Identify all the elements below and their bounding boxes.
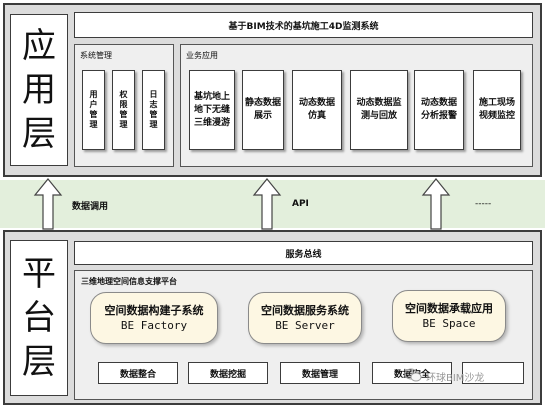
business-item-label: 动态数据分析报警 <box>420 98 457 121</box>
watermark-text: 环球BIM沙龙 <box>426 372 485 384</box>
platform-layer-char-3: 层 <box>22 342 56 382</box>
module-data-integration: 数据整合 <box>98 362 178 384</box>
subsystem-en-name: BE Factory <box>120 319 188 332</box>
other-label: ----- <box>475 199 492 209</box>
business-application-title: 业务应用 <box>186 51 218 60</box>
subsystem-be-space: 空间数据承载应用 BE Space <box>392 290 506 342</box>
module-label: 数据管理 <box>301 369 338 380</box>
system-title-bar: 基于BIM技术的基坑施工4D监测系统 <box>74 12 533 38</box>
module-data-mining: 数据挖掘 <box>188 362 268 384</box>
platform-layer-char-1: 平 <box>22 254 56 294</box>
subsystem-name: 空间数据承载应用 <box>405 302 493 315</box>
business-item-static-data: 静态数据展示 <box>242 70 284 150</box>
service-bus-label: 服务总线 <box>285 249 322 260</box>
other-arrow <box>421 178 451 230</box>
system-title: 基于BIM技术的基坑施工4D监测系统 <box>228 21 379 32</box>
permission-management-label: 权限管理 <box>119 90 128 130</box>
data-call-arrow <box>33 178 63 230</box>
log-management-label: 日志管理 <box>149 90 158 130</box>
subsystem-en-name: BE Space <box>422 317 476 330</box>
module-data-management: 数据管理 <box>280 362 360 384</box>
platform-layer-char-2: 台 <box>22 298 56 338</box>
subsystem-name: 空间数据构建子系统 <box>104 304 204 317</box>
module-label: 数据整合 <box>119 369 156 380</box>
service-bus-bar: 服务总线 <box>74 241 533 265</box>
subsystem-be-factory: 空间数据构建子系统 BE Factory <box>90 292 218 344</box>
subsystem-name: 空间数据服务系统 <box>261 304 349 317</box>
platform-layer-label: 平 台 层 <box>10 240 68 396</box>
business-item-video-monitoring: 施工现场视频监控 <box>473 70 521 150</box>
business-item-label: 静态数据展示 <box>245 98 282 121</box>
business-item-3d-roaming: 基坑地上地下无缝三维漫游 <box>189 70 235 150</box>
business-item-monitoring-playback: 动态数据监测与回放 <box>350 70 408 150</box>
business-item-label: 动态数据仿真 <box>298 98 335 121</box>
gis-platform-title: 三维地理空间信息支撑平台 <box>81 277 177 286</box>
user-management-label: 用户管理 <box>89 90 98 130</box>
business-item-label: 基坑地上地下无缝三维漫游 <box>193 91 230 128</box>
application-layer-char-3: 层 <box>22 114 56 154</box>
api-label: API <box>292 199 309 209</box>
business-item-label: 施工现场视频监控 <box>478 98 515 121</box>
subsystem-be-server: 空间数据服务系统 BE Server <box>248 292 362 344</box>
data-call-label: 数据调用 <box>72 202 109 212</box>
permission-management-box: 权限管理 <box>112 70 135 150</box>
business-item-analysis-alarm: 动态数据分析报警 <box>414 70 464 150</box>
watermark: 环球BIM沙龙 <box>404 368 484 384</box>
application-layer-label: 应 用 层 <box>10 14 68 166</box>
user-management-box: 用户管理 <box>82 70 105 150</box>
business-item-dynamic-simulation: 动态数据仿真 <box>292 70 342 150</box>
application-layer-char-1: 应 <box>22 26 56 66</box>
business-item-label: 动态数据监测与回放 <box>356 98 402 121</box>
application-layer-char-2: 用 <box>22 70 56 110</box>
module-blank <box>462 362 524 384</box>
module-label: 数据挖掘 <box>209 369 246 380</box>
system-management-title: 系统管理 <box>80 51 112 60</box>
api-arrow <box>252 178 282 230</box>
log-management-box: 日志管理 <box>142 70 165 150</box>
subsystem-en-name: BE Server <box>275 319 335 332</box>
wechat-icon <box>404 368 422 385</box>
